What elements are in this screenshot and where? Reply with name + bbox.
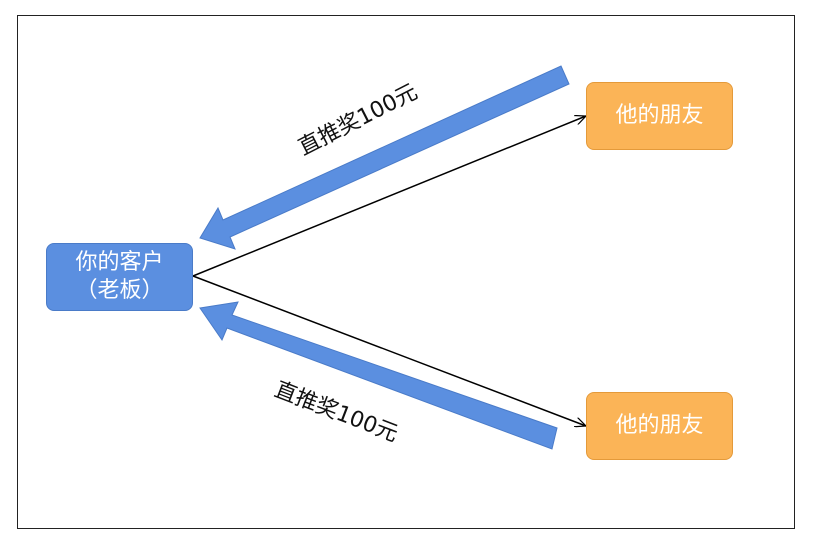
- friend-label-bottom: 他的朋友: [615, 413, 704, 438]
- friend-label-top: 他的朋友: [615, 103, 704, 128]
- reward-arrow-top: [199, 65, 570, 250]
- reward-arrow-bottom: [199, 301, 558, 450]
- client-role: （老板）: [75, 278, 164, 303]
- connector-bottom: [192, 275, 586, 426]
- friend-node-bottom: 他的朋友: [586, 392, 733, 460]
- client-name: 你的客户: [75, 250, 164, 275]
- client-node: 你的客户 （老板）: [46, 243, 193, 311]
- connector-top: [192, 116, 586, 277]
- friend-node-top: 他的朋友: [586, 82, 733, 150]
